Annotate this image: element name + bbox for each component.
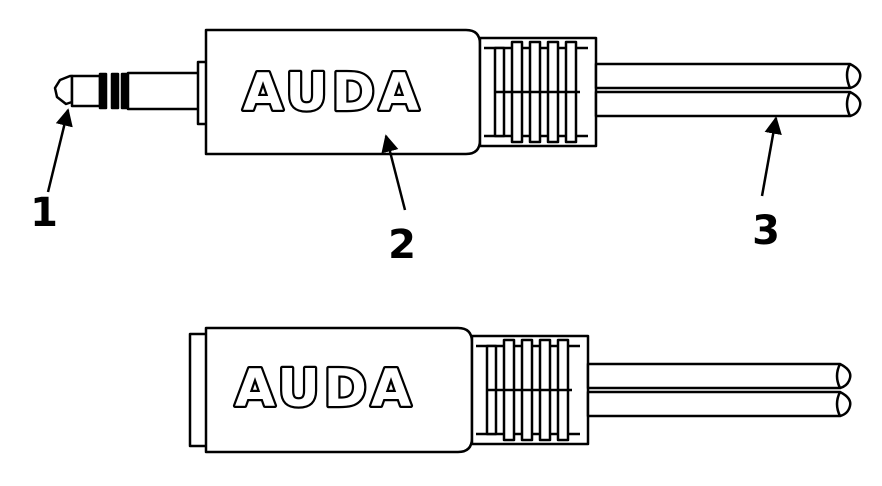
plug-pin xyxy=(53,60,210,126)
callout-1-label: 1 xyxy=(30,190,58,236)
socket-strain-relief xyxy=(470,334,590,446)
socket-cable xyxy=(586,362,852,418)
callout-1: 1 xyxy=(30,108,73,236)
plug-cable xyxy=(594,62,862,118)
plug-strain-relief xyxy=(478,36,598,148)
callout-2-label: 2 xyxy=(388,222,416,268)
callout-3-label: 3 xyxy=(752,208,780,254)
callout-1-arrow xyxy=(46,108,73,193)
plug-brand-logo: AUDA xyxy=(243,63,423,123)
callout-3-arrow xyxy=(760,116,782,197)
socket-brand-logo: AUDA xyxy=(235,359,415,419)
callout-3: 3 xyxy=(752,116,782,254)
callout-2: 2 xyxy=(381,134,416,268)
callout-2-arrow xyxy=(381,134,407,211)
female-socket xyxy=(188,326,852,454)
male-plug xyxy=(53,28,862,156)
